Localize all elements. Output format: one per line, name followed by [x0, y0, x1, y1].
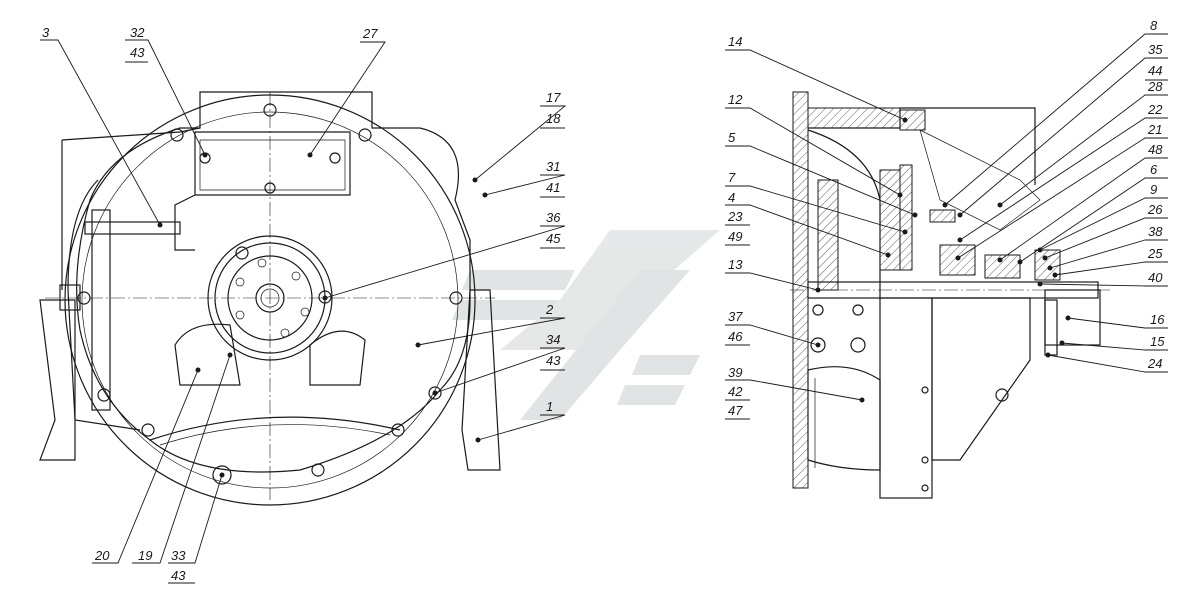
svg-text:12: 12 — [728, 92, 743, 107]
callout-13: 13 — [725, 257, 821, 293]
callout-3: 3 — [40, 25, 163, 228]
svg-text:25: 25 — [1147, 246, 1163, 261]
callout-5: 5 — [725, 130, 918, 218]
svg-text:24: 24 — [1147, 356, 1162, 371]
svg-text:13: 13 — [728, 257, 743, 272]
callout-20: 20 — [92, 367, 201, 564]
callout-7: 7 — [725, 170, 908, 235]
callout-39-42-47: 39 42 47 — [725, 365, 865, 420]
svg-text:32: 32 — [130, 25, 145, 40]
callout-32-43: 32 43 — [125, 25, 208, 158]
callout-22: 22 — [957, 102, 1168, 243]
svg-text:46: 46 — [728, 329, 743, 344]
svg-text:43: 43 — [130, 45, 145, 60]
callout-37-46: 37 46 — [725, 309, 821, 348]
callout-1: 1 — [475, 399, 566, 443]
svg-text:4: 4 — [728, 190, 735, 205]
svg-text:7: 7 — [728, 170, 736, 185]
left-callouts: 3 32 43 27 17 18 31 41 36 45 2 34 43 1 — [40, 25, 567, 584]
svg-text:17: 17 — [546, 90, 561, 105]
callout-34-43: 34 43 — [432, 332, 566, 396]
svg-text:19: 19 — [138, 548, 152, 563]
svg-text:40: 40 — [1148, 270, 1163, 285]
svg-text:39: 39 — [728, 365, 742, 380]
svg-text:31: 31 — [546, 159, 560, 174]
svg-text:34: 34 — [546, 332, 560, 347]
svg-text:35: 35 — [1148, 42, 1163, 57]
svg-text:49: 49 — [728, 229, 742, 244]
svg-text:41: 41 — [546, 180, 560, 195]
svg-text:28: 28 — [1147, 79, 1163, 94]
svg-text:14: 14 — [728, 34, 742, 49]
callout-35-44: 35 44 — [957, 42, 1168, 218]
callout-19: 19 — [132, 352, 233, 564]
svg-text:2: 2 — [545, 302, 554, 317]
svg-text:47: 47 — [728, 403, 743, 418]
callout-27: 27 — [307, 26, 386, 158]
callout-4-23-49: 4 23 49 — [725, 190, 891, 258]
callout-9: 9 — [1037, 182, 1168, 253]
callout-15: 15 — [1059, 334, 1168, 351]
svg-text:6: 6 — [1150, 162, 1158, 177]
svg-text:26: 26 — [1147, 202, 1163, 217]
svg-text:18: 18 — [546, 111, 561, 126]
callout-26: 26 — [1042, 202, 1168, 261]
svg-text:33: 33 — [171, 548, 186, 563]
callout-25: 25 — [1052, 246, 1168, 278]
callout-36-45: 36 45 — [322, 210, 566, 301]
svg-text:16: 16 — [1150, 312, 1165, 327]
svg-text:22: 22 — [1147, 102, 1163, 117]
callout-24: 24 — [1045, 352, 1168, 373]
right-view — [790, 91, 1110, 499]
svg-text:15: 15 — [1150, 334, 1165, 349]
callout-48: 48 — [997, 142, 1168, 263]
callout-2: 2 — [415, 302, 566, 348]
callout-33-43: 33 43 — [168, 472, 225, 584]
svg-text:8: 8 — [1150, 18, 1158, 33]
svg-text:43: 43 — [171, 568, 186, 583]
svg-text:45: 45 — [546, 231, 561, 246]
svg-text:27: 27 — [362, 26, 378, 41]
svg-text:1: 1 — [546, 399, 553, 414]
svg-text:36: 36 — [546, 210, 561, 225]
svg-text:23: 23 — [727, 209, 743, 224]
callout-8: 8 — [942, 18, 1168, 208]
right-callouts: 14 12 5 7 4 23 49 13 37 46 39 42 47 — [725, 18, 1168, 420]
svg-text:20: 20 — [94, 548, 110, 563]
callout-14: 14 — [725, 34, 908, 123]
callout-31-41: 31 41 — [482, 159, 566, 198]
svg-text:37: 37 — [728, 309, 743, 324]
svg-text:3: 3 — [42, 25, 50, 40]
callout-28: 28 — [997, 79, 1168, 208]
svg-text:21: 21 — [1147, 122, 1162, 137]
svg-text:5: 5 — [728, 130, 736, 145]
svg-text:44: 44 — [1148, 63, 1162, 78]
callout-6: 6 — [1017, 162, 1168, 265]
callout-12: 12 — [725, 92, 903, 198]
left-view — [39, 91, 501, 506]
callout-21: 21 — [955, 122, 1168, 261]
svg-text:38: 38 — [1148, 224, 1163, 239]
svg-text:43: 43 — [546, 353, 561, 368]
callout-17-18: 17 18 — [472, 90, 567, 183]
callout-38: 38 — [1047, 224, 1168, 271]
svg-text:9: 9 — [1150, 182, 1157, 197]
svg-text:42: 42 — [728, 384, 743, 399]
svg-text:48: 48 — [1148, 142, 1163, 157]
callout-16: 16 — [1065, 312, 1168, 329]
callout-40: 40 — [1037, 270, 1168, 287]
